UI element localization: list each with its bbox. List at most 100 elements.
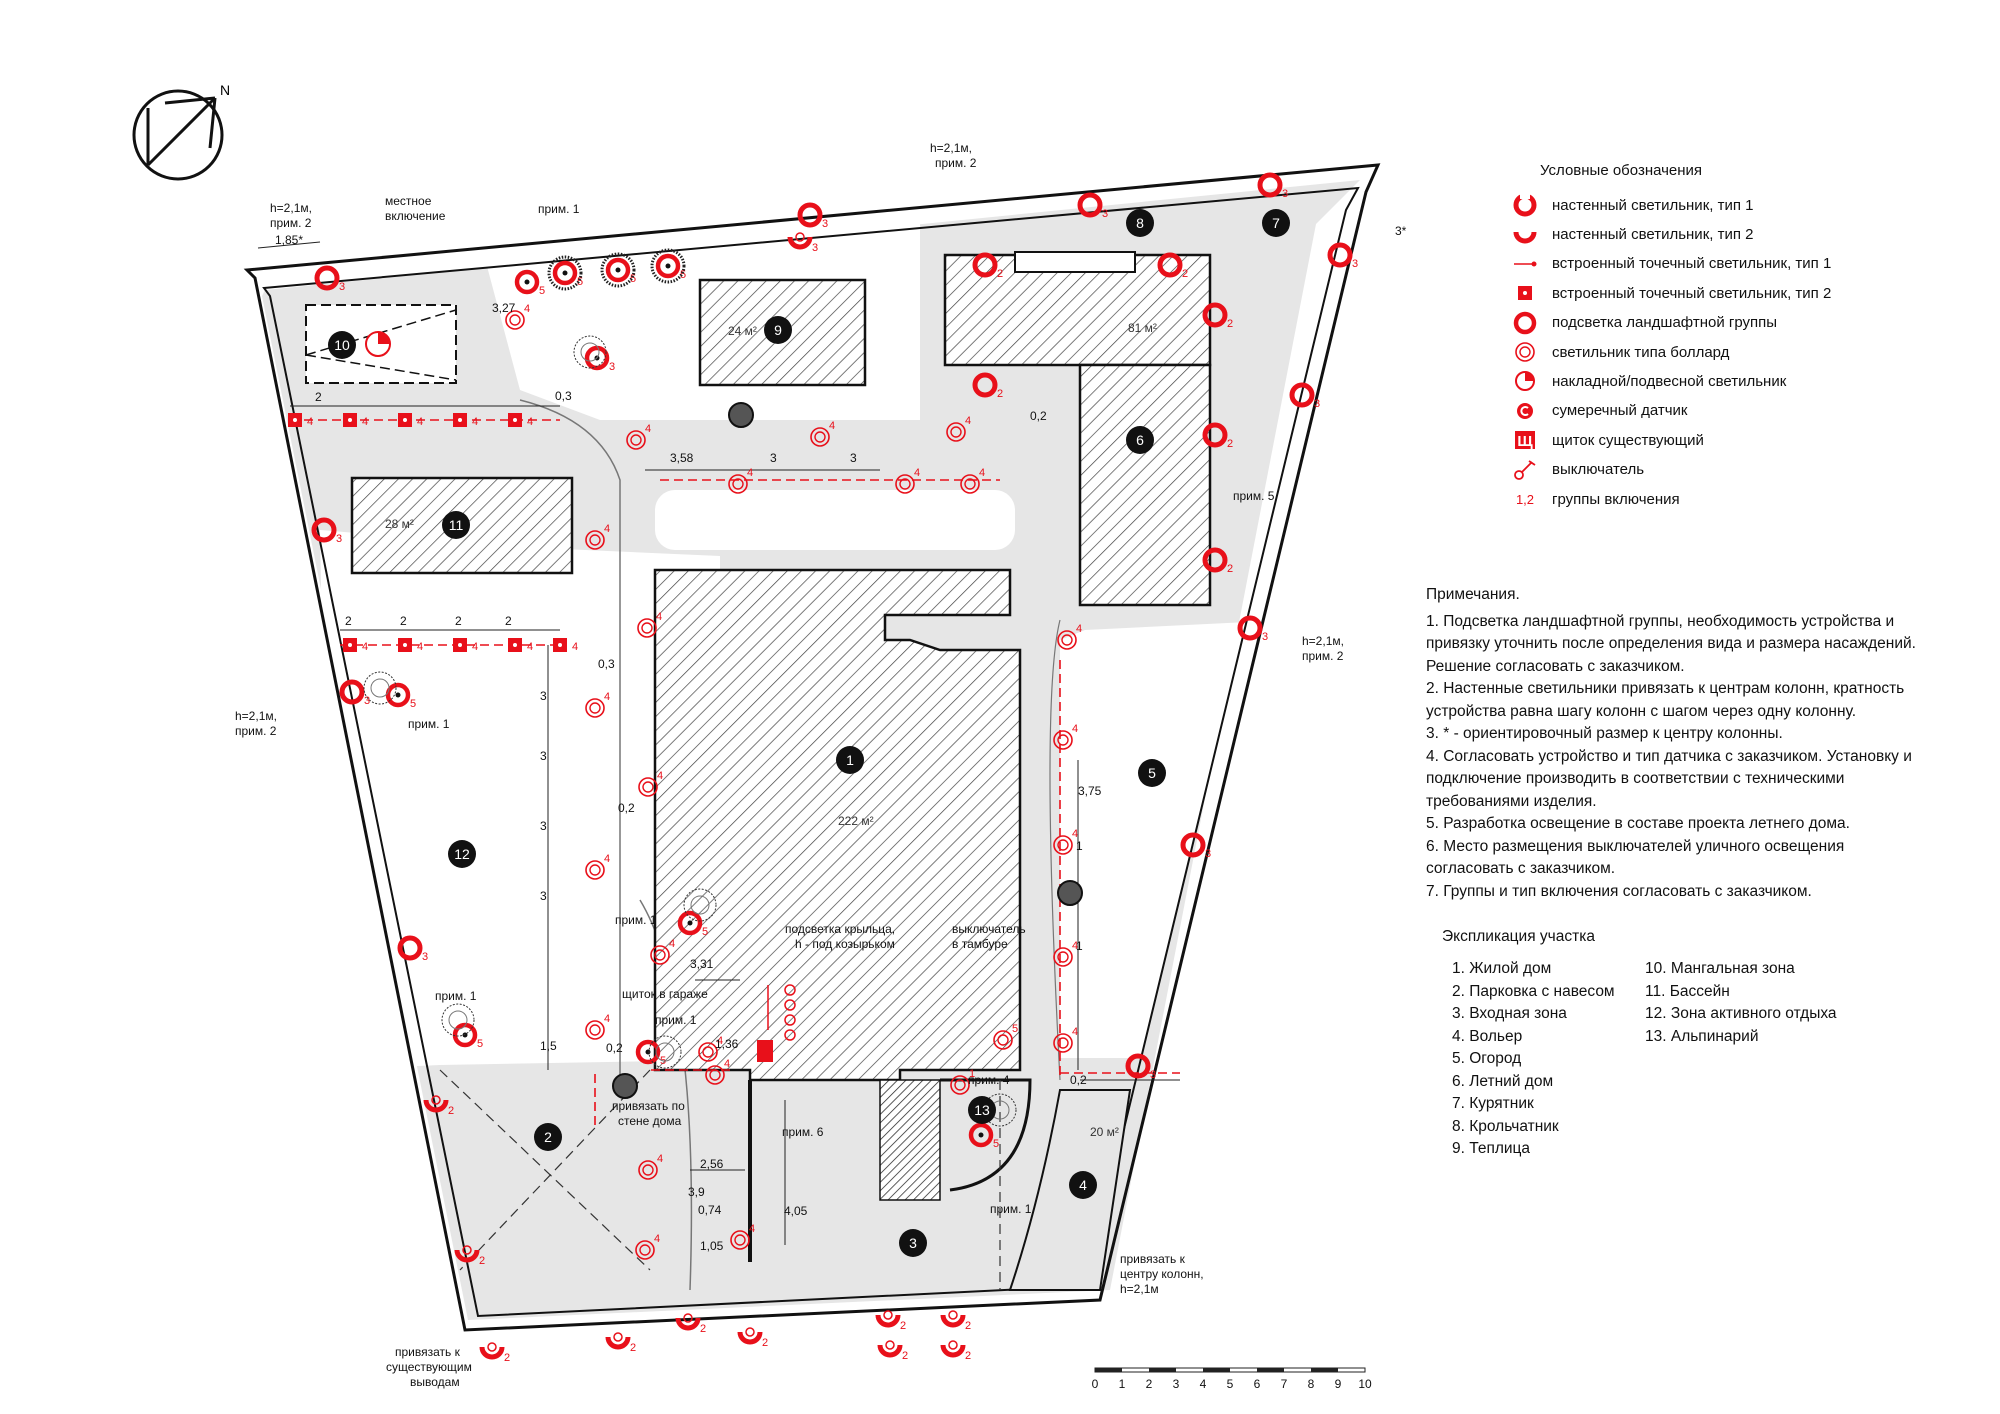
legend-label: настенный светильник, тип 2 <box>1552 225 1754 243</box>
group-label: 2 <box>997 268 1003 280</box>
note-line: требованиями изделия. <box>1426 792 1597 810</box>
group-label: 4 <box>307 416 313 428</box>
callout-prim5: прим. 5 <box>1233 489 1275 503</box>
scale-tick-9: 9 <box>1335 1377 1342 1391</box>
area-label-9: 24 м² <box>728 324 757 338</box>
dim-02-d: 0,2 <box>606 1041 623 1055</box>
zone-number-5: 5 <box>1148 765 1156 781</box>
group-label: 4 <box>604 853 610 865</box>
wall-light-type1-icon <box>1513 193 1537 217</box>
bollard-light-icon <box>1515 342 1535 362</box>
group-label: 4 <box>829 420 835 432</box>
entry-curve <box>940 1078 1032 1192</box>
bollard-light-icon: 4 <box>946 415 971 442</box>
dim-2-e: 2 <box>505 614 512 628</box>
group-label: 4 <box>472 641 478 653</box>
zone-badge-9: 9 <box>764 316 792 344</box>
wall-light-type1-icon: 3 <box>1180 832 1211 860</box>
zone-number-12: 12 <box>454 846 470 862</box>
wall-light-type1-icon: 3 <box>797 202 828 230</box>
group-label: 4 <box>979 467 985 479</box>
note-line: 4. Согласовать устройство и тип датчика … <box>1426 747 1912 765</box>
wall-light-type1-icon: 3 <box>1257 172 1288 200</box>
dim-3-e: 3 <box>540 819 547 833</box>
scale-tick-7: 7 <box>1281 1377 1288 1391</box>
bollard-light-icon: 4 <box>810 420 835 447</box>
zone-number-4: 4 <box>1079 1177 1087 1193</box>
dusk-sensor-icon <box>1517 402 1533 419</box>
legend-item: сумеречный датчик <box>1508 399 1688 423</box>
wall-light-type1-icon: 2 <box>1202 422 1233 450</box>
surface-pendant-light-icon <box>1515 371 1535 392</box>
group-label: 4 <box>1072 828 1078 840</box>
existing-panel-icon <box>757 984 796 1062</box>
group-label: 4 <box>747 467 753 479</box>
group-label: 3 <box>1282 188 1288 200</box>
callout-tie-col-1: привязать к <box>1120 1252 1186 1266</box>
bollard-light-icon: 1 <box>950 1068 975 1095</box>
note-line: 7. Группы и тип включения согласовать с … <box>1426 882 1812 900</box>
dim-3-a: 3 <box>770 451 777 465</box>
existing-panel-icon: Щ <box>1515 431 1535 450</box>
group-label: 4 <box>669 938 675 950</box>
group-label: 2 <box>700 1323 706 1335</box>
wall-light-type1-icon: 3 <box>1125 1053 1156 1081</box>
building-main-house <box>653 568 1022 1082</box>
dim-3-b: 3 <box>850 451 857 465</box>
group-label: 4 <box>654 1233 660 1245</box>
group-label: 4 <box>724 1058 730 1070</box>
group-label: 5 <box>577 276 583 288</box>
dim-327: 3,27 <box>492 301 516 315</box>
wall-light-type1-icon: 2 <box>972 372 1003 400</box>
note-line: 5. Разработка освещение в составе проект… <box>1426 815 1850 832</box>
legend-title: Условные обозначения <box>1540 162 1703 179</box>
recessed-spot-type2-icon: 4 <box>508 413 533 428</box>
dim-2-a: 2 <box>315 390 322 404</box>
group-label: 4 <box>604 1013 610 1025</box>
scale-tick-1: 1 <box>1119 1377 1126 1391</box>
zone-badge-7: 7 <box>1262 209 1290 237</box>
area-label-11: 28 м² <box>385 517 414 531</box>
shrub-icon <box>573 335 607 369</box>
zone-number-7: 7 <box>1272 215 1280 231</box>
area-label-6: 81 м² <box>1128 321 1157 335</box>
legend-label: выключатель <box>1552 461 1645 479</box>
callout-prim1-lawn: прим. 1 <box>435 989 477 1003</box>
landscape-light-icon <box>1513 311 1537 334</box>
group-label: 5 <box>702 926 708 938</box>
bollard-light-icon: 4 <box>505 303 530 330</box>
bollard-light-icon: 4 <box>698 1035 723 1062</box>
note-line: привязку уточнить после определения вида… <box>1426 635 1916 652</box>
explication-item: 7. Курятник <box>1452 1095 1534 1112</box>
dim-02-b: 0,2 <box>1030 409 1047 423</box>
legend-item: встроенный точечный светильник, тип 2 <box>1508 281 1831 305</box>
lamp-post-icon <box>728 402 754 428</box>
callout-h21-top: h=2,1м, <box>930 141 972 155</box>
dim-2-b: 2 <box>345 614 352 628</box>
dim-15: 1,5 <box>540 1039 557 1053</box>
group-label: 5 <box>993 1138 999 1150</box>
explication-item: 11. Бассейн <box>1645 982 1730 1000</box>
dim-185: 1,85* <box>275 233 303 247</box>
group-label: 2 <box>997 388 1003 400</box>
callout-prim1-top: прим. 1 <box>538 202 580 216</box>
dim-405: 4,05 <box>784 1204 808 1218</box>
bollard-light-icon: 4 <box>728 467 753 494</box>
path-right <box>1049 619 1061 1081</box>
landscape-light-icon: 5 <box>655 253 686 281</box>
group-label: 4 <box>1072 723 1078 735</box>
recessed-spot-type2-icon: 4 <box>343 638 368 653</box>
landscape-light-icon: 5 <box>677 910 708 938</box>
dim-02-a: 0,2 <box>618 801 635 815</box>
lamp-post-icon <box>612 1073 638 1099</box>
tree-icon <box>547 255 583 291</box>
bbq-diag2 <box>305 354 457 381</box>
group-label: 3 <box>812 242 818 254</box>
bollard-light-icon: 4 <box>637 611 662 638</box>
wall-light-type1-icon: 3 <box>1077 192 1108 220</box>
dim-03-b: 0,3 <box>598 657 615 671</box>
callout-switch-1: выключатель <box>952 922 1026 936</box>
callout-prim2-west: прим. 2 <box>235 724 277 738</box>
